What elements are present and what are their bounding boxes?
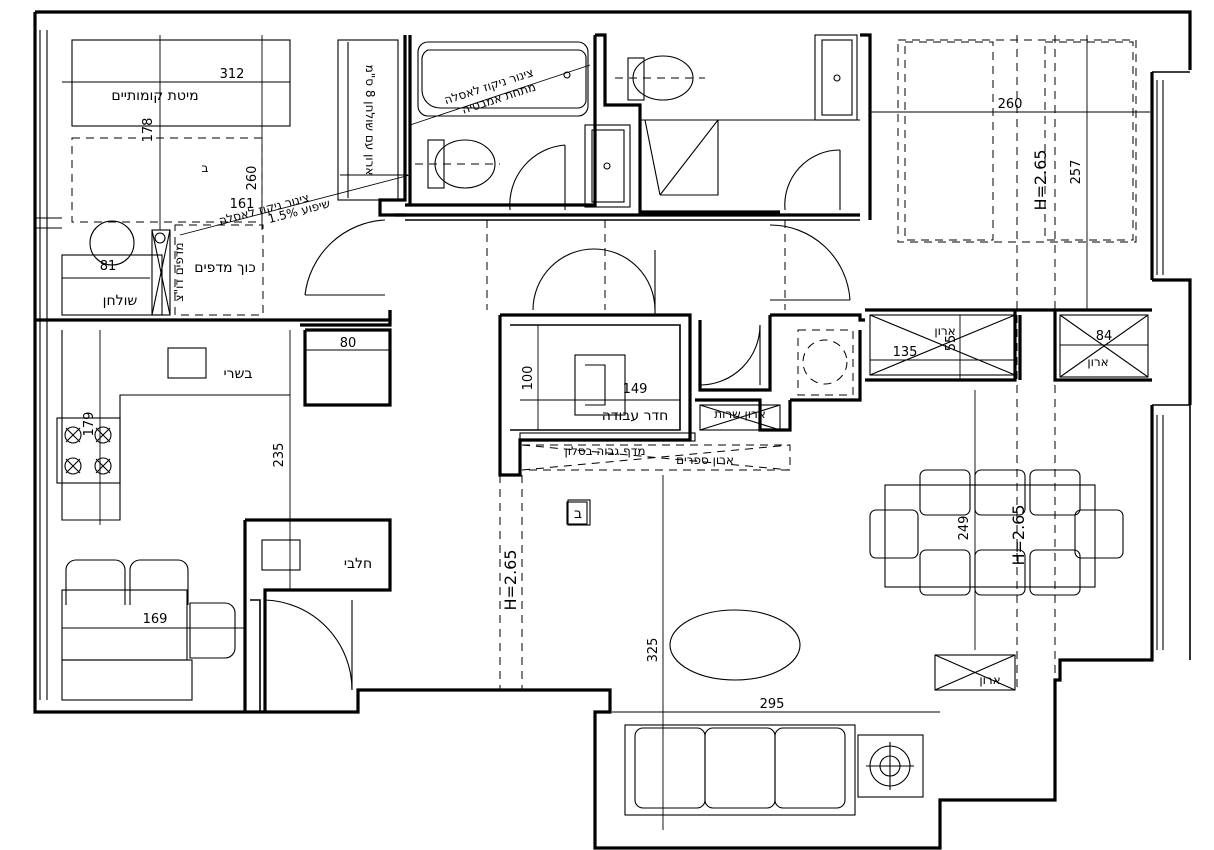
windows <box>35 30 1164 700</box>
label-high-shelf: מדף גבוה בסלון <box>564 444 645 458</box>
label-table: שולחן <box>103 293 138 309</box>
dim-179: 179 <box>82 412 97 437</box>
label-closet-1: ארון <box>934 324 955 338</box>
height-265-a: H=2.65 <box>1031 149 1050 210</box>
dim-169: 169 <box>143 612 168 627</box>
dim-80: 80 <box>340 336 357 351</box>
bathroom-fixtures <box>409 34 860 208</box>
label-service-closet: ארון שרות <box>714 407 766 421</box>
label-room-letter-2: ב <box>574 506 582 522</box>
dim-161: 161 <box>230 197 255 212</box>
room-labels: מיטת קומותיים ב ארון עם שולחן 8 ס"מ צינו… <box>103 65 1109 687</box>
dim-260a: 260 <box>245 166 260 191</box>
master-bedroom <box>869 35 1150 690</box>
label-work-room: חדר עבודה <box>602 408 669 424</box>
dim-249: 249 <box>957 516 972 541</box>
dim-135: 135 <box>893 345 918 360</box>
height-265-b: H=2.65 <box>501 549 520 610</box>
dim-84: 84 <box>1096 329 1113 344</box>
label-dairy: חלבי <box>344 556 372 572</box>
doors <box>264 144 851 691</box>
label-kids-beds: כוך מדפים <box>194 260 256 276</box>
label-closet-3: ארון <box>979 673 1000 687</box>
label-meat: בשרי <box>223 366 252 382</box>
label-book-closet: ארון ספרים <box>676 453 734 467</box>
label-stair-beds: מדפים דו"צ <box>172 242 186 301</box>
height-265-c: H=2.65 <box>1009 504 1028 565</box>
dim-325: 325 <box>646 638 661 663</box>
dim-257: 257 <box>1069 160 1084 185</box>
dim-149: 149 <box>623 382 648 397</box>
dim-312: 312 <box>220 67 245 82</box>
outer-walls <box>33 10 1192 850</box>
interior-walls <box>35 33 1152 712</box>
label-closet-2: ארון <box>1087 355 1108 369</box>
label-room-letter-1: ב <box>202 161 209 175</box>
dim-178: 178 <box>141 118 156 143</box>
label-bunk-bed: מיטת קומותיים <box>111 88 198 104</box>
dim-295: 295 <box>760 697 785 712</box>
kids-room <box>61 35 411 316</box>
dim-260b: 260 <box>998 97 1023 112</box>
dimension-labels: 312 178 260 161 81 80 179 235 169 100 14… <box>82 67 1112 712</box>
dim-235: 235 <box>272 443 287 468</box>
living-room <box>499 390 1124 830</box>
dim-55: 55 <box>944 335 959 352</box>
work-room <box>486 220 854 471</box>
dim-100: 100 <box>521 366 536 391</box>
kitchen <box>56 330 390 701</box>
label-closet-desk: ארון עם שולחן 8 ס"מ <box>363 65 377 176</box>
dim-81: 81 <box>100 259 117 274</box>
